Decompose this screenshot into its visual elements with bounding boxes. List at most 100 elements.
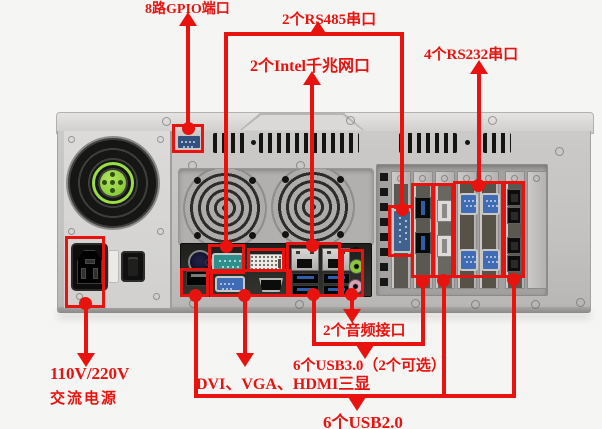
callout-usb2-bracket <box>194 394 516 398</box>
callout-usb2-box-expansion-mid <box>432 183 454 278</box>
screw <box>69 229 74 234</box>
callout-rs485-dot-right <box>396 203 409 216</box>
callout-usb3-label: 6个USB3.0（2个可选） <box>293 358 446 374</box>
psu-sticker <box>109 251 118 282</box>
callout-power-voltage-label: 110V/220V <box>50 364 130 383</box>
rs232-port-2 <box>481 193 500 215</box>
callout-usb3-bracket <box>312 342 425 346</box>
screw <box>158 137 163 142</box>
screw <box>442 176 447 181</box>
power-supply-panel <box>64 131 172 308</box>
callout-usb2-dot-mid <box>437 274 450 287</box>
screw <box>412 300 419 307</box>
psu-fan-hub <box>100 170 126 196</box>
audio-jack-line-out <box>350 260 363 273</box>
screw <box>347 117 354 124</box>
screw <box>154 294 159 299</box>
callout-display-dot <box>238 289 251 302</box>
callout-rs232-dot <box>472 179 485 192</box>
screw <box>296 301 303 308</box>
vent-dot <box>465 140 470 145</box>
vga-port <box>215 276 245 292</box>
slot-vent-strip <box>380 173 388 287</box>
callout-display-line <box>243 295 247 353</box>
callout-gpio-dot <box>182 122 195 135</box>
callout-usb3-dot-expansion <box>416 275 429 288</box>
callout-rs485-label: 2个RS485串口 <box>282 12 377 28</box>
usb2-rear-port-4 <box>507 255 521 272</box>
callout-power-arrow <box>77 353 95 367</box>
fan-recess <box>178 168 374 246</box>
power-inlet <box>73 245 106 289</box>
callout-usb3-box-expansion <box>411 183 434 278</box>
callout-usb2-line-left <box>194 295 198 396</box>
vent-dot <box>251 140 256 145</box>
callout-usb2-label: 6个USB2.0 <box>323 413 403 429</box>
power-inlet-socket <box>77 250 102 284</box>
vent-slots <box>259 133 359 153</box>
callout-power-type-label: 交流电源 <box>50 391 119 407</box>
chassis-bottom-edge <box>57 307 591 313</box>
callout-rs485-arrow <box>309 21 327 35</box>
callout-gpio-arrow <box>179 12 197 26</box>
callout-audio-dot <box>345 288 358 301</box>
vent-slots <box>483 133 511 153</box>
screw <box>163 118 170 125</box>
psu-fan-green-ring <box>92 162 134 204</box>
slot-bracket-empty <box>527 171 547 289</box>
screw <box>534 176 539 181</box>
callout-rs232-box <box>453 181 504 278</box>
callout-usb3-arrow <box>356 345 374 359</box>
callout-usb2-dot-right <box>507 273 520 286</box>
power-switch-rocker <box>128 257 138 276</box>
callout-rs485-dot-left <box>220 240 233 253</box>
callout-audio-label: 2个音频接口 <box>323 323 406 339</box>
callout-power-line <box>84 305 88 353</box>
callout-display-box-vga-hdmi <box>210 269 292 297</box>
power-switch <box>121 251 145 282</box>
usb3-expansion-port-1 <box>415 197 431 219</box>
callout-usb2-box-expansion-right <box>503 181 525 278</box>
screw <box>556 148 563 155</box>
callout-usb3-dot-io <box>307 288 320 301</box>
callout-rs485-line-right <box>400 32 404 207</box>
usb2-rear-port-3 <box>507 237 521 254</box>
usb3-port-2 <box>323 273 350 284</box>
ps2-port <box>190 252 210 272</box>
callout-usb3-line-left <box>312 294 316 346</box>
rs232-port-3 <box>459 249 478 271</box>
screw <box>69 137 74 142</box>
screw <box>489 117 496 124</box>
callout-rs485-line-left <box>224 32 228 242</box>
callout-audio-arrow <box>343 309 361 323</box>
callout-lan-label: 2个Intel千兆网口 <box>250 58 371 75</box>
callout-display-arrow <box>236 353 254 367</box>
psu-fan <box>66 136 160 230</box>
screw <box>420 176 425 181</box>
callout-power-dot <box>79 297 92 310</box>
callout-display-label: DVI、VGA、HDMI三显 <box>196 376 371 393</box>
callout-usb2-line-mid <box>442 281 446 396</box>
callout-rs232-label: 4个RS232串口 <box>424 47 519 63</box>
callout-usb2-arrow <box>348 397 366 411</box>
callout-usb2-dot-io <box>189 289 202 302</box>
callout-usb3-line-right <box>421 282 425 344</box>
rs232-port-1 <box>459 193 478 215</box>
screw <box>532 301 539 308</box>
vent-slots <box>213 133 247 153</box>
callout-rs232-arrow <box>470 60 488 74</box>
top-handle-indent-face <box>242 115 362 130</box>
screw <box>472 301 479 308</box>
usb2-rear-port-2 <box>507 207 521 224</box>
usb2-rear-port-1 <box>507 189 521 206</box>
callout-audio-line <box>350 294 354 310</box>
lan-port-1 <box>291 248 319 271</box>
callout-gpio-label: 8路GPIO端口 <box>145 2 230 17</box>
callout-lan-arrow <box>303 71 321 85</box>
usb3-port-1 <box>292 273 319 284</box>
screw <box>158 229 163 234</box>
rs232-port-4 <box>481 249 500 271</box>
callout-lan-line <box>310 84 314 246</box>
callout-lan-dot <box>306 239 319 252</box>
